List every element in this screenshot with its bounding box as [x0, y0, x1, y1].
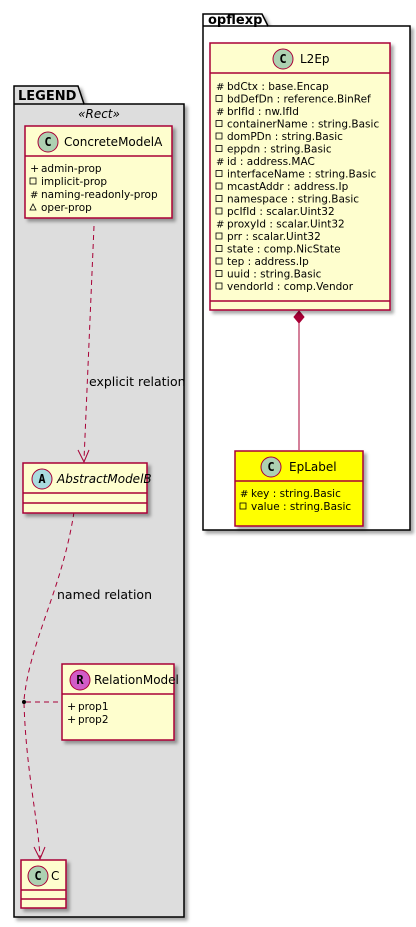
attribute-row: pcIfId : scalar.Uint32: [227, 206, 335, 218]
relation-class-name: RelationModel: [94, 673, 179, 687]
attribute-row: interfaceName : string.Basic: [227, 169, 377, 181]
class-abstract-model-b: A AbstractModelB: [22, 462, 152, 514]
attribute-row: implicit-prop: [41, 176, 107, 188]
protected-visibility-icon: #: [216, 82, 224, 93]
abstract-class-name: AbstractModelB: [56, 472, 152, 486]
c-circle-icon: [27, 865, 49, 887]
package-visibility-icon: [29, 203, 37, 211]
eplabel-class-name: EpLabel: [289, 460, 337, 474]
named-relation-label: named relation: [57, 587, 152, 602]
relation-circle-icon: [69, 669, 91, 691]
class-circle-icon: [37, 131, 59, 153]
attribute-row: uuid : string.Basic: [227, 269, 322, 281]
private-visibility-icon: [215, 145, 223, 152]
private-visibility-icon: [215, 282, 223, 290]
attribute-row: mcastAddr : address.Ip: [227, 181, 349, 193]
explicit-relation-label: explicit relation: [89, 374, 186, 389]
private-visibility-icon: [239, 502, 247, 510]
public-visibility-icon: +: [30, 162, 39, 175]
private-visibility-icon: [215, 245, 223, 252]
attribute-row: containerName : string.Basic: [227, 119, 379, 131]
private-visibility-icon: [215, 270, 223, 277]
attribute-row: value : string.Basic: [251, 501, 351, 513]
private-visibility-icon: [215, 170, 223, 177]
attribute-row: tep : address.Ip: [227, 256, 309, 268]
class-name: ConcreteModelA: [64, 135, 163, 149]
public-visibility-icon: +: [67, 713, 76, 726]
private-visibility-icon: [215, 95, 223, 102]
l2ep-class-name: L2Ep: [300, 52, 330, 66]
class-c: C C: [20, 859, 67, 909]
private-visibility-icon: [29, 177, 37, 185]
private-visibility-icon: [215, 232, 223, 240]
package-opflexp-title: opflexp: [208, 13, 262, 28]
relation-junction-dot: [22, 700, 26, 704]
attribute-row: id : address.MAC: [227, 156, 315, 168]
attribute-row: domPDn : string.Basic: [227, 131, 343, 143]
private-visibility-icon: [215, 195, 223, 202]
explicit-relation-edge: [83, 225, 95, 461]
class-relation-model: R RelationModel +prop1+prop2: [61, 663, 179, 741]
named-relation-arrowhead: [33, 846, 46, 861]
protected-visibility-icon: #: [30, 190, 38, 201]
attribute-row: bdCtx : base.Encap: [227, 81, 329, 93]
attribute-row: proxyId : scalar.Uint32: [227, 219, 345, 231]
protected-visibility-icon: #: [240, 489, 248, 500]
composition-diamond: [293, 310, 305, 324]
eplabel-circle-letter: C: [267, 460, 274, 474]
attribute-row: prop2: [78, 714, 109, 726]
attribute-row: prop1: [78, 701, 109, 713]
attribute-row: admin-prop: [41, 163, 102, 175]
l2ep-circle-letter: C: [279, 52, 286, 66]
c-class-name: C: [51, 869, 59, 883]
c-circle-letter: C: [34, 869, 41, 883]
public-visibility-icon: +: [67, 700, 76, 713]
private-visibility-icon: [215, 207, 223, 215]
named-relation-edge-lower: [23, 702, 41, 858]
attribute-row: namespace : string.Basic: [227, 194, 359, 206]
attribute-row: bdDefDn : reference.BinRef: [227, 94, 371, 106]
legend-relations: explicit relation named relation: [22, 225, 186, 861]
attribute-list: +admin-propimplicit-prop#naming-readonly…: [29, 162, 158, 214]
protected-visibility-icon: #: [216, 157, 224, 168]
explicit-relation-arrowhead: [77, 449, 90, 464]
package-legend-title: LEGEND: [18, 89, 77, 104]
protected-visibility-icon: #: [216, 220, 224, 231]
attribute-row: key : string.Basic: [251, 488, 341, 500]
abstract-circle-letter: A: [38, 472, 46, 486]
class-circle-letter: C: [44, 135, 51, 149]
class-concrete-model-a: C ConcreteModelA +admin-propimplicit-pro…: [24, 125, 173, 219]
attribute-row: eppdn : string.Basic: [227, 144, 332, 156]
attribute-row: prr : scalar.Uint32: [227, 231, 321, 243]
attribute-row: naming-readonly-prop: [41, 189, 158, 201]
protected-visibility-icon: #: [216, 107, 224, 118]
abstract-circle-icon: [31, 468, 53, 490]
eplabel-circle-icon: [260, 456, 282, 478]
attribute-list: +prop1+prop2: [67, 700, 109, 726]
attribute-row: brIfId : nw.IfId: [227, 106, 299, 118]
attribute-row: oper-prop: [41, 202, 92, 214]
composition-relation: [293, 310, 305, 450]
legend-stereotype: «Rect»: [78, 107, 120, 121]
named-relation-edge-upper: [23, 511, 75, 701]
private-visibility-icon: [215, 182, 223, 190]
l2ep-circle-icon: [272, 48, 294, 70]
private-visibility-icon: [215, 132, 223, 140]
attribute-row: state : comp.NicState: [227, 244, 341, 256]
private-visibility-icon: [215, 257, 223, 265]
private-visibility-icon: [215, 120, 223, 127]
relation-circle-letter: R: [76, 673, 84, 687]
attribute-row: vendorId : comp.Vendor: [227, 281, 354, 293]
